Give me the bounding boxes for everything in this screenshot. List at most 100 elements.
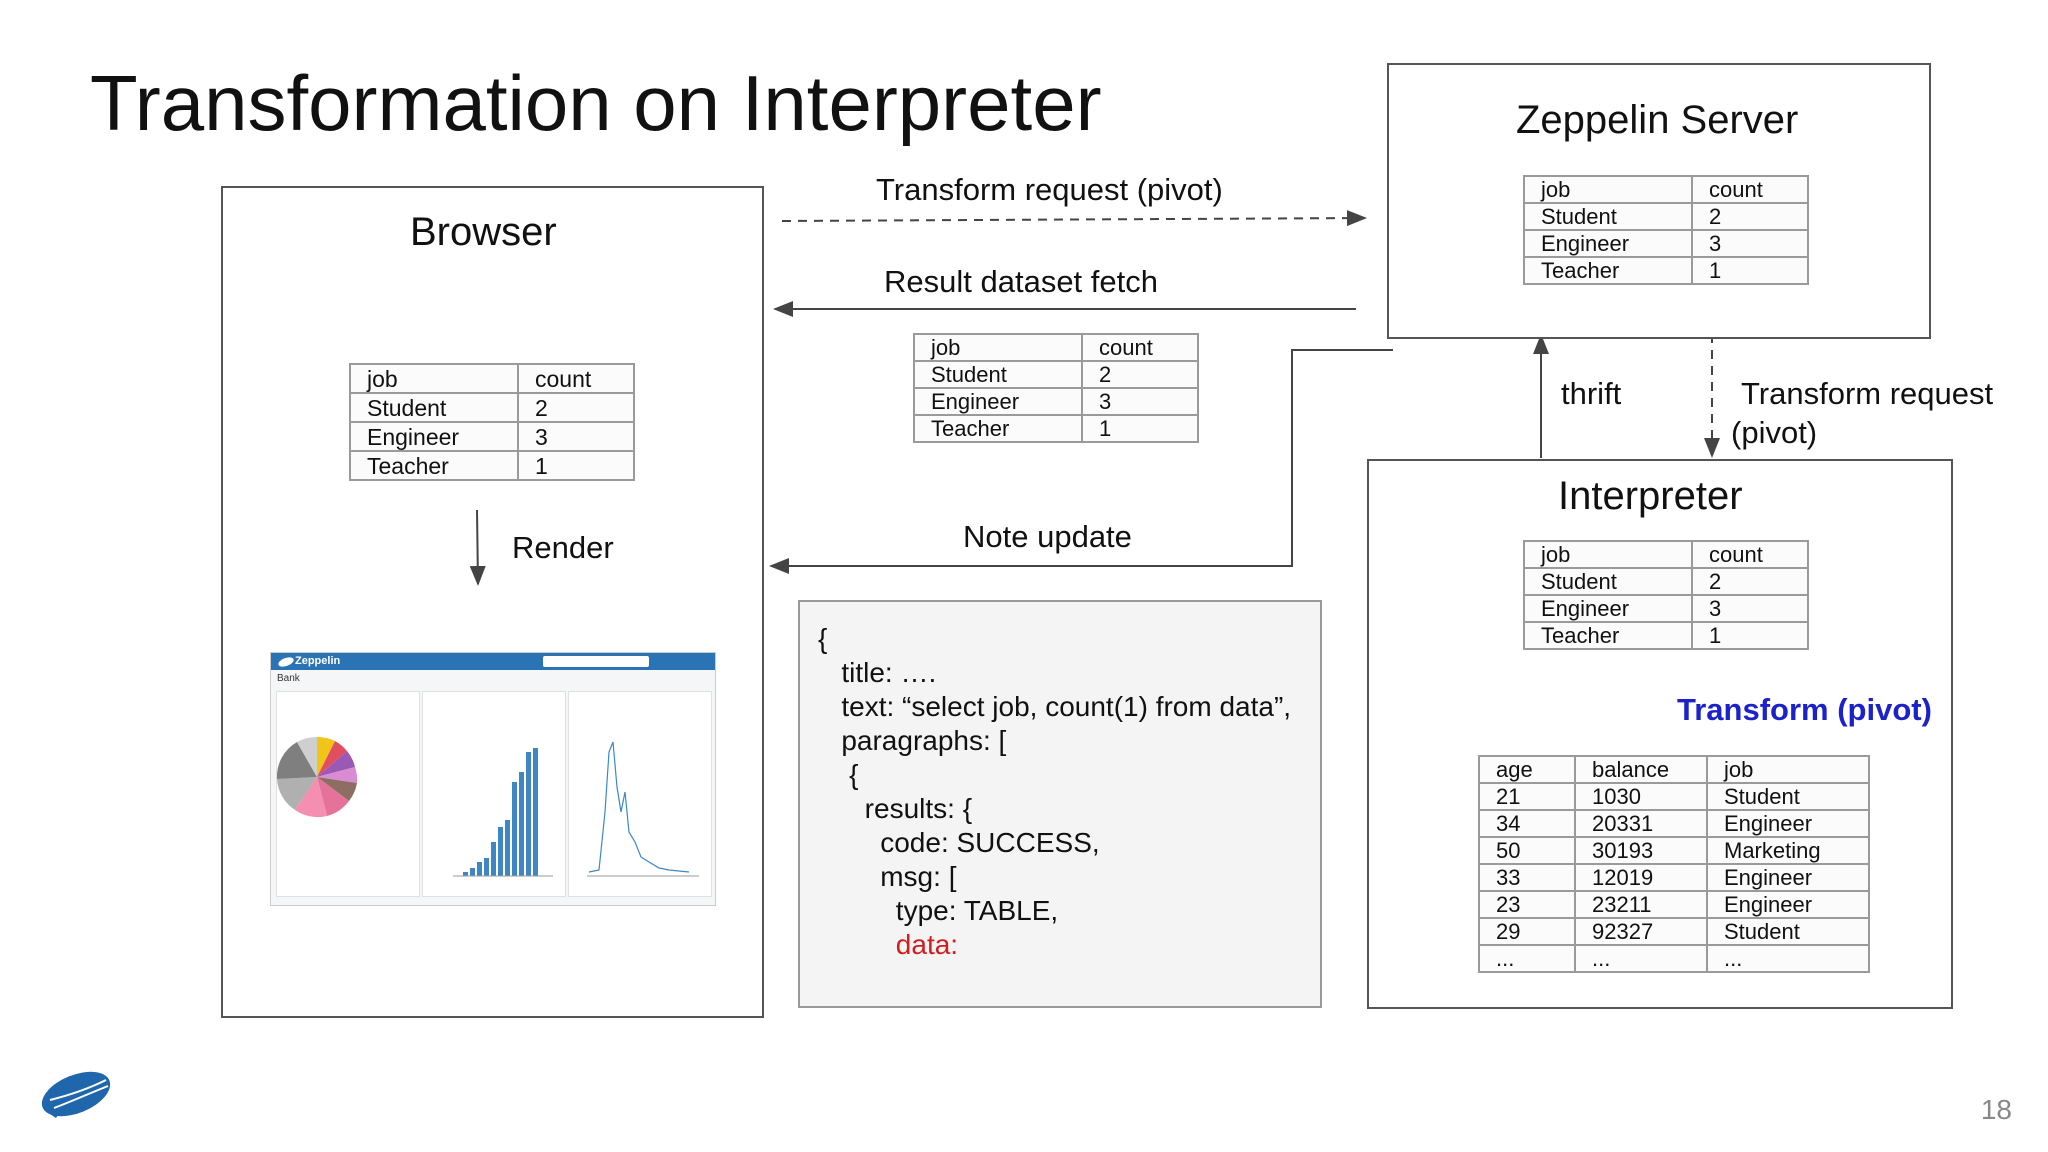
json-data-key: data: [895, 929, 959, 960]
header-job: job [1706, 755, 1870, 784]
table-cell: 2 [1081, 360, 1199, 389]
table-cell: Engineer [1523, 229, 1693, 258]
zeppelin-search-input[interactable] [543, 656, 649, 667]
zeppelin-screenshot: Zeppelin Bank [270, 652, 716, 906]
table-cell: 23211 [1574, 890, 1708, 919]
table-cell: Student [913, 360, 1083, 389]
table-cell: 21 [1478, 782, 1576, 811]
table-cell: Engineer [1706, 890, 1870, 919]
table-cell: ... [1574, 944, 1708, 973]
table-cell: 3 [1691, 229, 1809, 258]
table-cell: 2 [517, 392, 635, 423]
browser-title: Browser [410, 210, 557, 254]
table-cell: 1 [1081, 414, 1199, 443]
transform-request-down-label-2: (pivot) [1731, 415, 1818, 450]
zeppelin-logo-icon [278, 657, 294, 667]
page-number: 18 [1980, 1094, 2012, 1125]
table-cell: 50 [1478, 836, 1576, 865]
header-job: job [1523, 540, 1693, 569]
json-line: { [818, 623, 828, 654]
table-cell: Student [349, 392, 519, 423]
table-cell: Engineer [1706, 863, 1870, 892]
table-cell: 2 [1691, 202, 1809, 231]
zeppelin-app-name: Zeppelin [295, 655, 341, 667]
table-row: ......... [1478, 944, 1870, 973]
header-count: count [1691, 175, 1809, 204]
table-cell: Student [1523, 567, 1693, 596]
header-job: job [349, 363, 519, 394]
zeppelin-server-title: Zeppelin Server [1516, 98, 1799, 142]
table-cell: 34 [1478, 809, 1576, 838]
thrift-label: thrift [1561, 376, 1622, 411]
transform-request-label: Transform request (pivot) [876, 172, 1223, 207]
bar-chart-graphic [453, 748, 553, 877]
json-line: code: SUCCESS, [818, 827, 1100, 858]
table-cell: 20331 [1574, 809, 1708, 838]
header-count: count [517, 363, 635, 394]
table-cell: 3 [517, 421, 635, 452]
zeppelin-navbar: Zeppelin [271, 653, 715, 670]
table-cell: 29 [1478, 917, 1576, 946]
line-chart-graphic [587, 741, 699, 877]
note-json-box: { title: …. text: “select job, count(1) … [798, 600, 1322, 1008]
table-cell: Engineer [1706, 809, 1870, 838]
table-cell: 1030 [1574, 782, 1708, 811]
table-cell: 1 [1691, 621, 1809, 650]
table-cell: Marketing [1706, 836, 1870, 865]
table-header-row: job count [349, 363, 635, 394]
table-cell: 12019 [1574, 863, 1708, 892]
table-cell: Student [1523, 202, 1693, 231]
json-line: text: “select job, count(1) from data”, [818, 691, 1292, 722]
table-header-row: age balance job [1478, 755, 1870, 784]
result-fetch-label: Result dataset fetch [884, 264, 1158, 299]
table-cell: Student [1706, 782, 1870, 811]
table-cell: Engineer [349, 421, 519, 452]
json-line: { [818, 759, 859, 790]
table-cell: ... [1706, 944, 1870, 973]
interpreter-title: Interpreter [1558, 474, 1743, 518]
json-line: type: TABLE, [818, 895, 1059, 926]
json-line: paragraphs: [ [818, 725, 1007, 756]
table-cell: Teacher [1523, 256, 1693, 285]
transform-request-down-label-1: Transform request [1741, 376, 1994, 411]
table-cell: 3 [1081, 387, 1199, 416]
pie-panel [276, 691, 420, 897]
header-count: count [1081, 333, 1199, 362]
header-balance: balance [1574, 755, 1708, 784]
json-line: msg: [ [818, 861, 957, 892]
transform-request-arrow [781, 210, 1367, 227]
json-data-line: data: [818, 928, 1320, 962]
table-cell: Student [1706, 917, 1870, 946]
json-line: title: …. [818, 657, 937, 688]
note-update-label: Note update [963, 519, 1132, 554]
json-line: results: { [818, 793, 973, 824]
table-cell: 92327 [1574, 917, 1708, 946]
header-job: job [1523, 175, 1693, 204]
zeppelin-notebook-name: Bank [277, 673, 300, 684]
header-count: count [1691, 540, 1809, 569]
table-cell: 2 [1691, 567, 1809, 596]
table-cell: Teacher [1523, 621, 1693, 650]
header-age: age [1478, 755, 1576, 784]
pie-chart-graphic [276, 736, 358, 818]
line-panel [568, 691, 712, 897]
transform-pivot-label: Transform (pivot) [1677, 692, 1932, 727]
table-cell: 3 [1691, 594, 1809, 623]
table-cell: Teacher [349, 450, 519, 481]
